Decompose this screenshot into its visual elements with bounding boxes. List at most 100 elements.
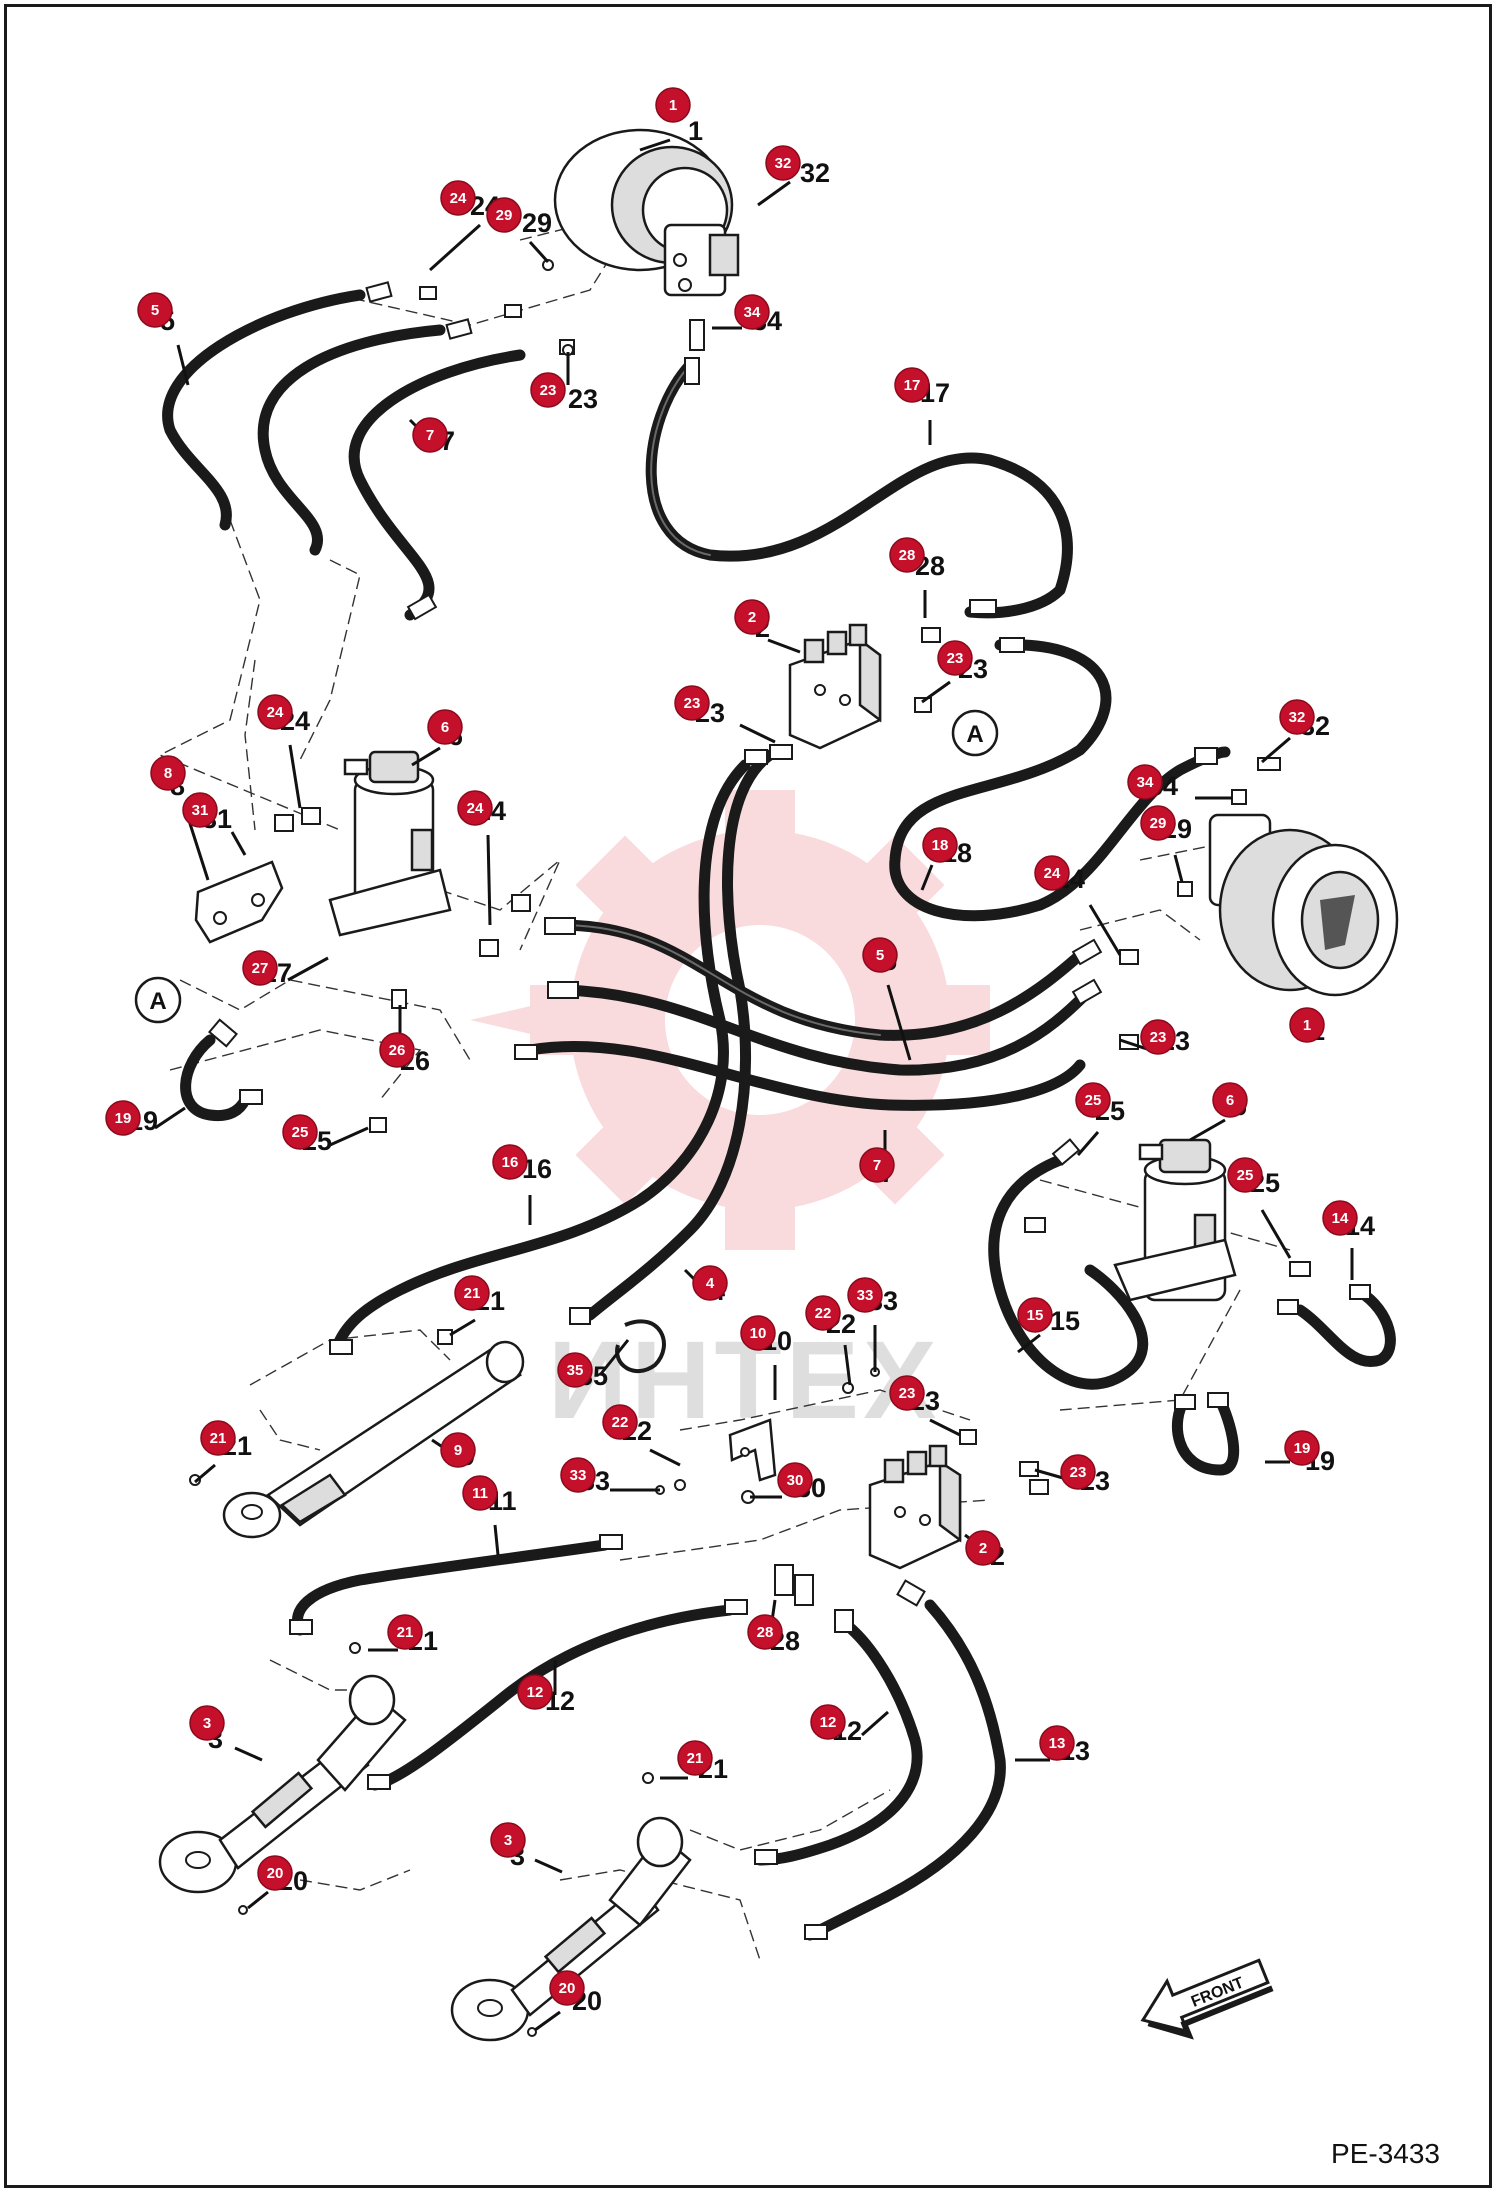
callout-badge-number: 8 <box>164 765 172 782</box>
callout-badge <box>894 367 930 403</box>
callout-badge <box>1017 1297 1053 1333</box>
callout-badge <box>1322 1200 1358 1236</box>
callout-badge-number: 23 <box>947 650 964 667</box>
callout-badge <box>677 1740 713 1776</box>
callout-badge <box>1140 805 1176 841</box>
callout-leader-line <box>767 638 801 654</box>
callout-1: 11 <box>1289 1007 1325 1046</box>
ref-mark-circle <box>134 976 182 1024</box>
callout-badge <box>740 1315 776 1351</box>
hose-7-lower <box>524 1041 1086 1111</box>
callout-leader-line <box>921 680 951 704</box>
callout-badge <box>805 1295 841 1331</box>
callout-badge <box>734 294 770 330</box>
callout-badge-number: 23 <box>899 1385 916 1402</box>
callout-leader-line <box>154 1106 186 1130</box>
callout-badge-number: 30 <box>787 1472 804 1489</box>
callout-badge-number: 2 <box>979 1540 987 1557</box>
callout-number: 15 <box>1050 1306 1080 1336</box>
callout-leader-line <box>288 744 302 809</box>
control-valve-upper <box>788 623 882 750</box>
mount-bracket <box>194 860 284 944</box>
callout-badge-number: 14 <box>1332 1210 1349 1227</box>
callout-leader-line <box>843 1344 852 1386</box>
callout-badge <box>440 180 476 216</box>
ref-mark-label: A <box>149 988 166 1015</box>
fittings <box>189 259 1371 2037</box>
callout-badge-number: 1 <box>1303 1017 1311 1034</box>
callout-badge <box>1140 1019 1176 1055</box>
callout-badge <box>427 709 463 745</box>
callout-badge-number: 7 <box>426 427 434 444</box>
callout-badge-number: 5 <box>876 947 884 964</box>
callout-5: 55 <box>862 937 912 1061</box>
callout-badge-number: 7 <box>873 1157 881 1174</box>
callout-badge-number: 34 <box>744 304 761 321</box>
callout-badge <box>859 1147 895 1183</box>
callout-badge-number: 15 <box>1027 1307 1044 1324</box>
callout-badge <box>462 1475 498 1511</box>
callout-5: 55 <box>137 292 190 386</box>
callout-leader-line <box>1076 1131 1100 1156</box>
callout-badge <box>242 950 278 986</box>
hose-12-b <box>754 1614 923 1866</box>
callout-badge <box>1284 1430 1320 1466</box>
callout-8: 88 <box>150 755 210 881</box>
callout-1: 11 <box>639 87 703 152</box>
callout-badge-number: 24 <box>267 704 284 721</box>
callout-number: 1 <box>688 116 703 146</box>
callout-number: 32 <box>800 158 830 188</box>
callout-badge <box>412 417 448 453</box>
callout-badge <box>454 1275 490 1311</box>
hose-15 <box>988 1154 1149 1390</box>
drive-motor-right <box>1208 813 1399 997</box>
callout-badge-number: 13 <box>1049 1735 1066 1752</box>
callout-leader-line <box>757 180 791 207</box>
callout-3: 33 <box>189 1705 263 1762</box>
callout-7: 77 <box>859 1130 895 1188</box>
callout-badge <box>847 1277 883 1313</box>
callout-badge <box>457 790 493 826</box>
callout-badge-number: 23 <box>540 382 557 399</box>
callout-badge-number: 28 <box>899 547 916 564</box>
callout-badge <box>1212 1082 1248 1118</box>
callout-badge <box>1227 1157 1263 1193</box>
callout-badge-number: 24 <box>450 190 467 207</box>
hose-13 <box>804 1599 1006 1941</box>
callout-badge <box>889 537 925 573</box>
callout-leader-line <box>449 1318 476 1337</box>
callout-badge-number: 31 <box>192 802 209 819</box>
cylinder-lower-left <box>158 1674 407 1894</box>
callout-badge-number: 35 <box>567 1362 584 1379</box>
callout-badge-number: 34 <box>1137 774 1154 791</box>
callout-badge <box>692 1265 728 1301</box>
callout-badge <box>557 1352 593 1388</box>
callout-leader-line <box>649 1448 681 1467</box>
callout-leader-line <box>534 1858 563 1874</box>
callout-badge <box>257 1855 293 1891</box>
callout-leader-line <box>194 1463 216 1484</box>
callout-badge-number: 11 <box>472 1485 488 1502</box>
callout-badge <box>530 372 566 408</box>
callout-badge-number: 9 <box>454 1442 462 1459</box>
control-valve-lower <box>868 1444 962 1570</box>
callout-leader-line <box>528 240 550 264</box>
